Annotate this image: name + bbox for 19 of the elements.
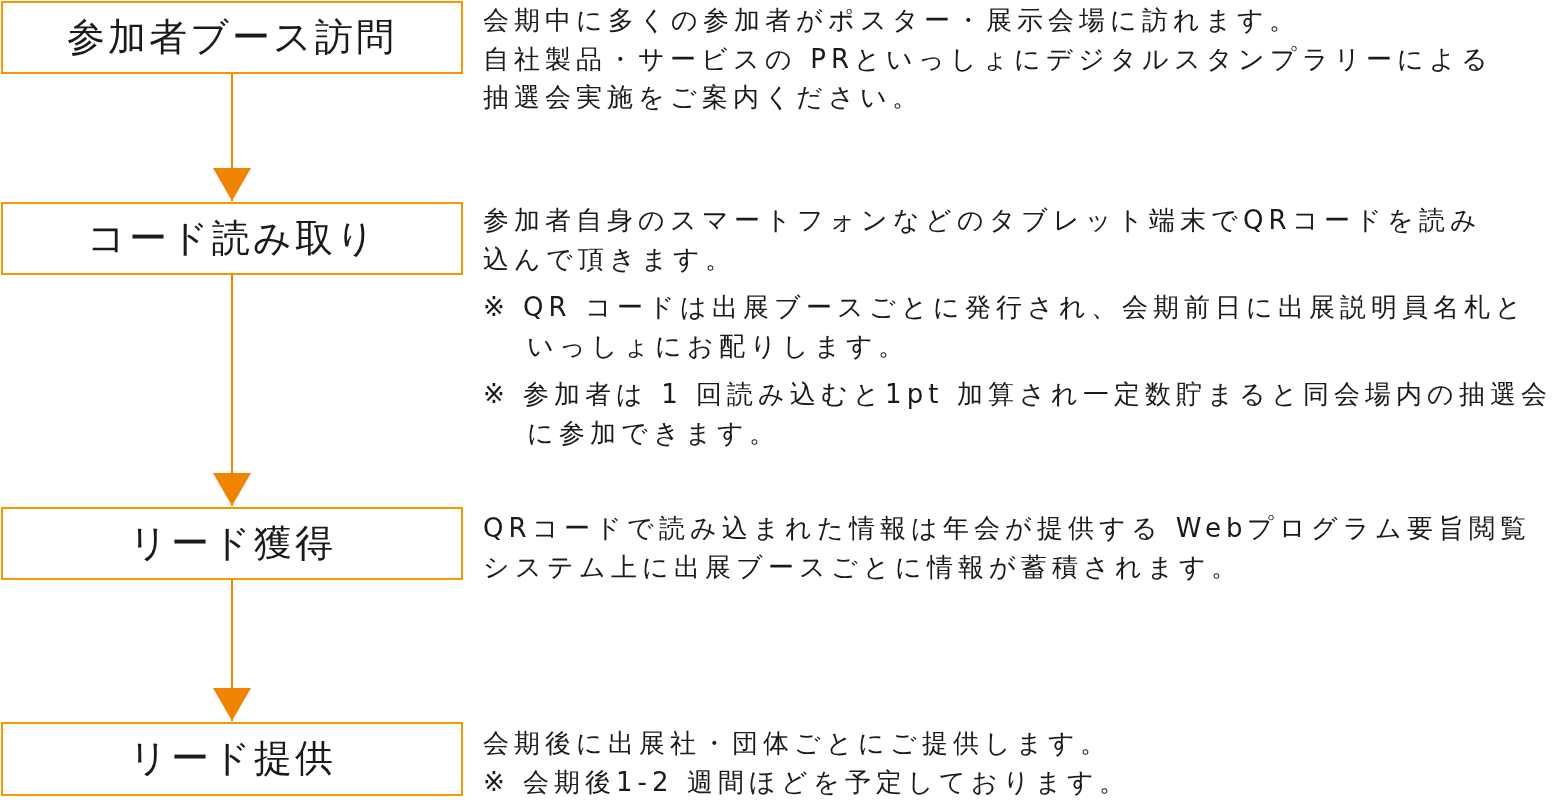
description-text: QRコードで読み込まれた情報は年会が提供する Webプログラム要旨閲覧システム上に出展ブースごとに情報が蓄積されます。 <box>483 512 1533 584</box>
process-box <box>1 722 463 796</box>
description-text: ※ 会期後1-2 週間ほどを予定しております。 <box>483 765 1131 799</box>
description-text: 会期後に出展社・団体ごとにご提供します。 <box>483 727 1112 760</box>
step-label: 参加者ブース訪問 <box>67 15 397 60</box>
description-text: ※ 参加者は 1 回読み込むと1pt 加算され一定数貯まると同会場内の抽選会に参加できます。 <box>483 378 1553 450</box>
step-label: リード提供 <box>128 737 336 781</box>
description-text: ※ QR コードは出展ブースごとに発行され、会期前日に出展説明員名札といっしょにお配りします。 <box>483 291 1528 363</box>
arrow <box>213 73 251 202</box>
arrow <box>213 579 251 722</box>
description-text: 参加者自身のスマートフォンなどのタブレット端末でQRコードを読み込んで頂きます。 <box>483 204 1483 276</box>
process-box <box>1 507 463 580</box>
arrow <box>213 274 251 507</box>
step-label: コード読み取り <box>86 216 378 261</box>
process-box <box>1 1 463 74</box>
description-text: 自社製品・サービスの PRといっしょにデジタルスタンプラリーによる抽選会実施をご案内ください。 <box>483 42 1494 114</box>
description-text: 会期中に多くの参加者がポスター・展示会場に訪れます。 <box>483 4 1301 37</box>
step-label: リード獲得 <box>128 521 336 566</box>
process-box <box>1 202 463 275</box>
